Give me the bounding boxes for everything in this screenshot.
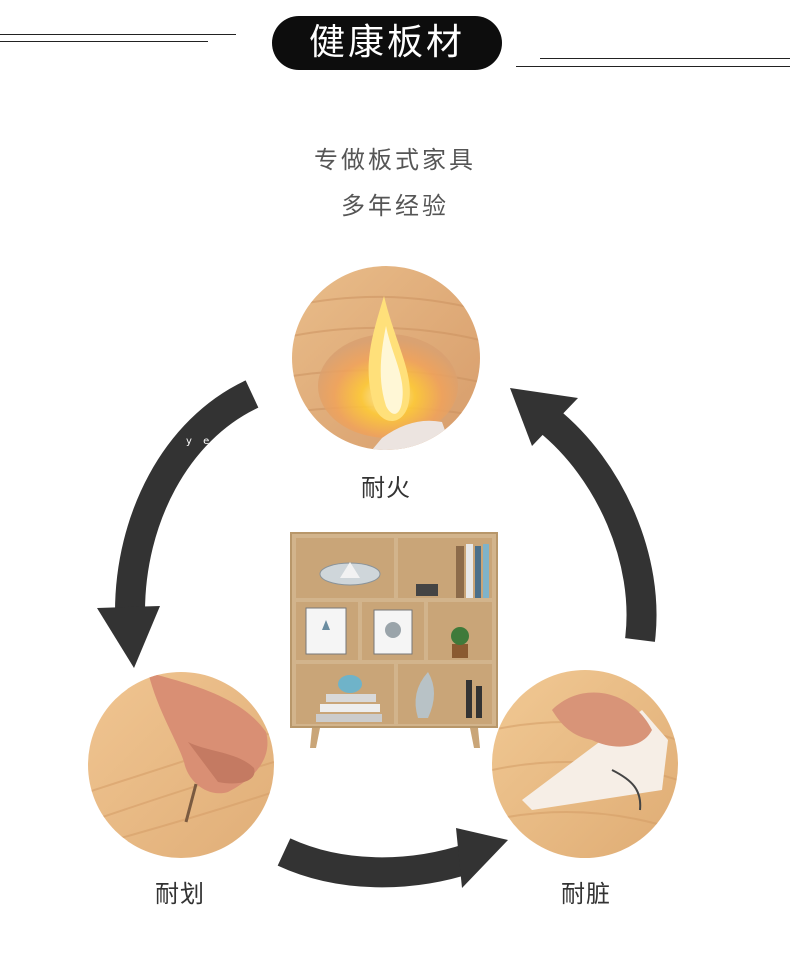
feature-label-fire: 耐火	[361, 474, 411, 502]
dirt-wood-icon	[492, 670, 678, 858]
fire-wood-icon	[292, 266, 480, 450]
title-banner: 健康板材	[272, 16, 502, 70]
header-rule-left-top	[0, 34, 236, 35]
intro-line-1: 专做板式家具	[314, 146, 476, 174]
feature-label-dirt: 耐脏	[561, 880, 611, 908]
header-rule-left-bottom	[0, 41, 208, 42]
arrow-left-icon	[97, 380, 259, 668]
scratch-wood-icon	[88, 672, 274, 858]
arrow-watermark: y e	[186, 436, 214, 447]
feature-label-scratch: 耐划	[155, 880, 205, 908]
page-title: 健康板材	[308, 22, 465, 63]
header-rule-right-bottom	[516, 66, 790, 67]
header-rule-right-top	[540, 58, 790, 59]
intro-line-2: 多年经验	[341, 192, 449, 220]
arrow-right-icon	[510, 388, 657, 642]
bookshelf-image	[290, 532, 498, 748]
arrow-bottom-icon	[277, 828, 508, 888]
